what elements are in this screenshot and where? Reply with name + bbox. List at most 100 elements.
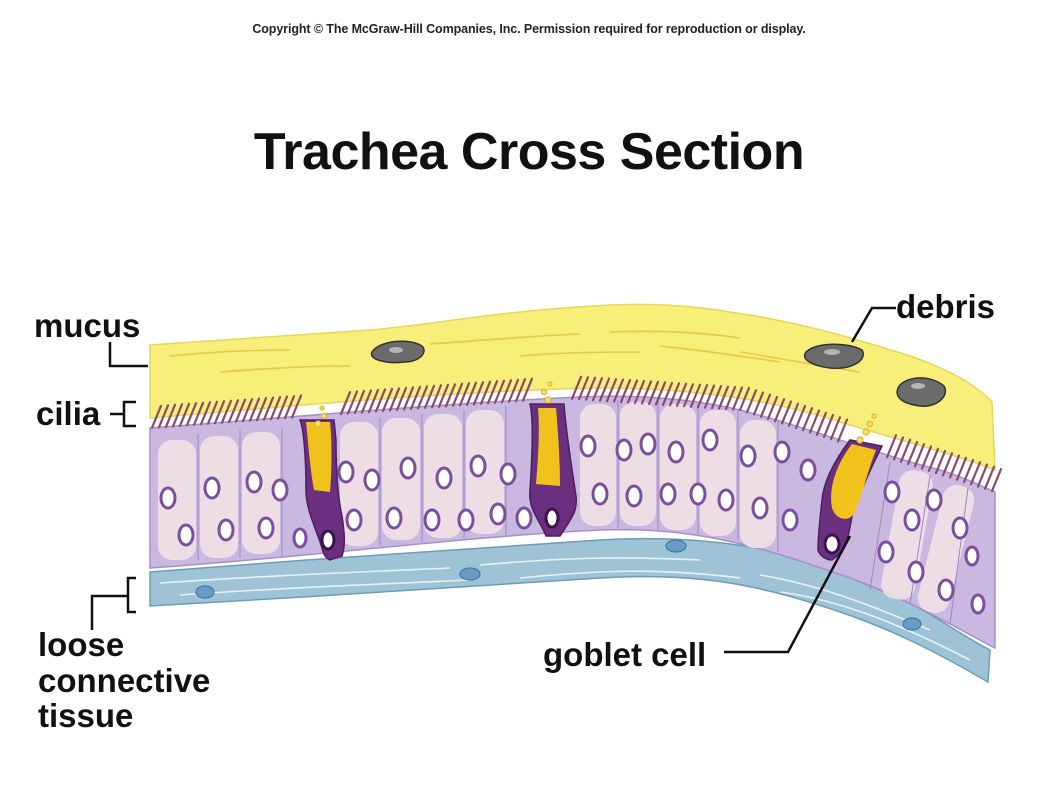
cilium bbox=[402, 386, 415, 411]
connective-tissue-layer bbox=[149, 537, 991, 684]
copyright-notice: Copyright © The McGraw-Hill Companies, I… bbox=[252, 22, 806, 36]
cilium bbox=[283, 395, 296, 420]
cilium bbox=[248, 397, 261, 422]
cilium bbox=[738, 386, 751, 412]
cilium bbox=[514, 378, 527, 403]
cilium bbox=[381, 387, 394, 413]
cilium bbox=[276, 395, 289, 420]
fibroblast-nuclei bbox=[195, 539, 922, 631]
cilium bbox=[920, 445, 933, 470]
cilium bbox=[969, 461, 982, 486]
mucus-droplets bbox=[314, 381, 877, 444]
cilium bbox=[192, 401, 205, 426]
cilium bbox=[990, 467, 1003, 493]
debris-highlights bbox=[389, 347, 925, 389]
label-loose: loose bbox=[38, 626, 124, 663]
cilium bbox=[507, 378, 520, 403]
page-title: Trachea Cross Section bbox=[253, 123, 805, 181]
cilium bbox=[766, 395, 779, 421]
goblet-cell-nuclei bbox=[320, 507, 841, 555]
cilium bbox=[360, 389, 373, 414]
cilium bbox=[801, 407, 814, 432]
cilium bbox=[892, 436, 905, 461]
cilium bbox=[290, 394, 303, 419]
cilium bbox=[388, 387, 401, 412]
cilium bbox=[262, 396, 275, 421]
cilium bbox=[171, 403, 184, 428]
cilium bbox=[220, 399, 233, 424]
cilium bbox=[731, 386, 744, 411]
goblet-cell-2 bbox=[529, 403, 578, 537]
label-debris: debris bbox=[896, 288, 995, 325]
cilium bbox=[724, 385, 737, 411]
cilium bbox=[206, 400, 219, 425]
cilium bbox=[157, 404, 170, 429]
cilium bbox=[570, 375, 583, 400]
cilium bbox=[458, 382, 471, 407]
cilium bbox=[500, 379, 513, 404]
cilium bbox=[612, 378, 625, 403]
cilium bbox=[668, 382, 681, 407]
cilium bbox=[213, 400, 226, 425]
cilium bbox=[339, 390, 352, 416]
cilium bbox=[787, 402, 800, 427]
cilium bbox=[346, 390, 359, 415]
cilium bbox=[479, 380, 492, 405]
cilia-layer bbox=[150, 375, 1003, 493]
cilium bbox=[717, 385, 730, 410]
label-cilia: cilia bbox=[36, 395, 101, 432]
cilium bbox=[423, 384, 436, 409]
goblet-cell-1 bbox=[298, 419, 346, 561]
label-goblet-cell: goblet cell bbox=[543, 636, 706, 673]
label-tissue: tissue bbox=[38, 697, 133, 734]
cilium bbox=[465, 381, 478, 406]
cilium bbox=[822, 413, 835, 439]
cilium bbox=[409, 385, 422, 411]
cilium bbox=[255, 397, 268, 422]
cilium bbox=[976, 463, 989, 488]
cilium bbox=[780, 400, 793, 425]
cilium bbox=[773, 398, 786, 423]
epithelial-nuclei bbox=[159, 428, 986, 615]
cilium bbox=[647, 380, 660, 406]
cilium bbox=[906, 440, 919, 466]
cilium bbox=[626, 379, 639, 404]
cilium bbox=[682, 383, 695, 408]
cilium bbox=[941, 452, 954, 477]
cilium bbox=[640, 380, 653, 405]
cilium bbox=[948, 454, 961, 479]
cilium bbox=[885, 434, 898, 459]
cilium bbox=[675, 382, 688, 407]
cilium bbox=[815, 411, 828, 436]
cilium bbox=[703, 384, 716, 409]
cilium bbox=[199, 401, 212, 426]
cilium bbox=[661, 381, 674, 406]
cilium bbox=[451, 382, 464, 407]
cilium bbox=[472, 381, 485, 406]
cilium bbox=[633, 379, 646, 405]
cilium bbox=[654, 381, 667, 406]
cilium bbox=[808, 409, 821, 434]
cilium bbox=[752, 391, 765, 416]
goblet-cell-3 bbox=[817, 439, 884, 561]
cilium bbox=[234, 398, 247, 423]
cilium bbox=[164, 403, 177, 428]
cilium bbox=[486, 380, 499, 405]
cilium bbox=[619, 378, 632, 404]
cilium bbox=[577, 376, 590, 401]
cilium bbox=[605, 378, 618, 403]
cilium bbox=[584, 376, 597, 401]
cilium bbox=[955, 456, 968, 481]
cilium bbox=[521, 377, 534, 402]
cilium bbox=[416, 385, 429, 410]
cilium bbox=[829, 416, 842, 441]
cilium bbox=[983, 465, 996, 490]
cilium bbox=[430, 384, 443, 409]
cilium bbox=[185, 402, 198, 427]
mucus-streaks bbox=[169, 330, 861, 373]
cilium bbox=[899, 438, 912, 463]
cilium bbox=[444, 383, 457, 408]
cilium bbox=[913, 443, 926, 468]
cilium bbox=[367, 388, 380, 414]
cilium bbox=[962, 458, 975, 484]
